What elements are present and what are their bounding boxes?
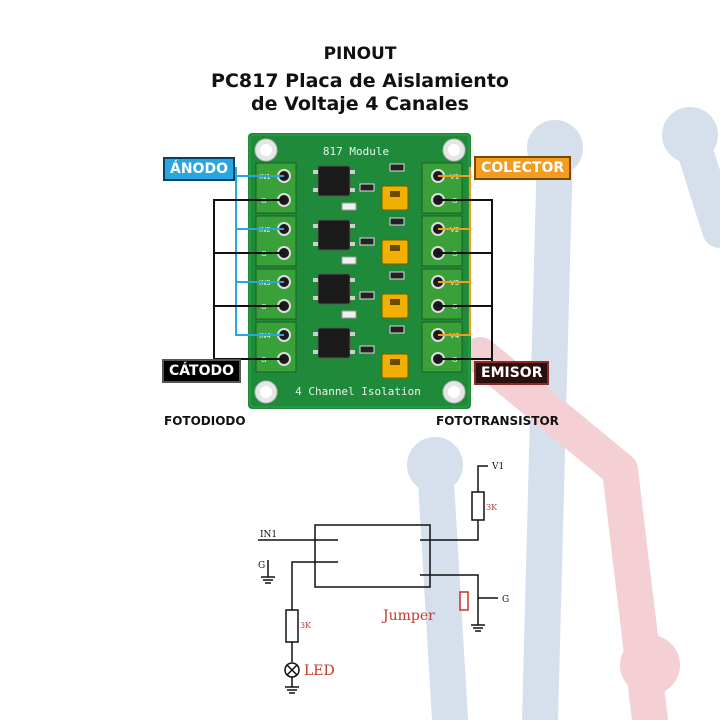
emitter-wires — [438, 199, 493, 368]
schematic-g-left-label: G — [258, 561, 265, 571]
jumpers — [381, 185, 409, 379]
anode-tag: ÁNODO — [163, 157, 235, 181]
emitter-tag: EMISOR — [474, 361, 550, 385]
schematic-in1-label: IN1 — [260, 530, 277, 540]
anode-wires — [235, 167, 284, 336]
photodiode-label: FOTODIODO — [164, 414, 246, 428]
collector-tag: COLECTOR — [474, 156, 572, 180]
cathode-tag: CÁTODO — [162, 359, 241, 383]
phototransistor-label: FOTOTRANSISTOR — [436, 414, 559, 428]
schematic-r-left-label: 3K — [300, 621, 312, 630]
title-line-2: de Voltaje 4 Canales — [251, 93, 469, 115]
deco-blue-dot — [662, 107, 718, 163]
deco-blue-line — [522, 130, 573, 720]
cathode-wire — [291, 561, 338, 610]
jumper-slots — [390, 191, 400, 365]
cathode-wires — [213, 199, 284, 360]
collector-wires — [438, 167, 471, 336]
silk-top-label: 817 Module — [323, 145, 389, 158]
schematic-jumper-label: Jumper — [381, 608, 435, 624]
deco-blue-line — [417, 447, 468, 720]
schematic-led-label: LED — [304, 663, 335, 679]
schematic-r-top-label: 3K — [486, 503, 498, 512]
pcb-board — [248, 133, 471, 409]
optocoupler-box — [314, 524, 431, 588]
resistor-left — [285, 609, 299, 643]
title-line-1: PC817 Placa de Aislamiento — [211, 70, 509, 92]
smd-components — [341, 163, 405, 354]
pc817-chips — [317, 165, 351, 359]
right-terminal-blocks — [421, 162, 463, 373]
mounting-holes — [254, 138, 466, 404]
collector-wire — [420, 520, 479, 541]
left-terminal-blocks — [255, 162, 297, 373]
resistor-top — [471, 491, 485, 521]
schematic-g-right-label: G — [502, 595, 509, 605]
chip-legs — [313, 170, 355, 354]
schematic-v1-label: V1 — [491, 462, 504, 472]
silk-bottom-label: 4 Channel Isolation — [295, 385, 421, 398]
v1-wire — [477, 465, 488, 492]
deco-blue-dot — [407, 437, 463, 493]
pinout-heading: PINOUT — [323, 44, 397, 64]
jumper-symbol — [459, 591, 469, 611]
deco-pink-dot — [620, 635, 680, 695]
emitter-wire — [420, 574, 498, 599]
